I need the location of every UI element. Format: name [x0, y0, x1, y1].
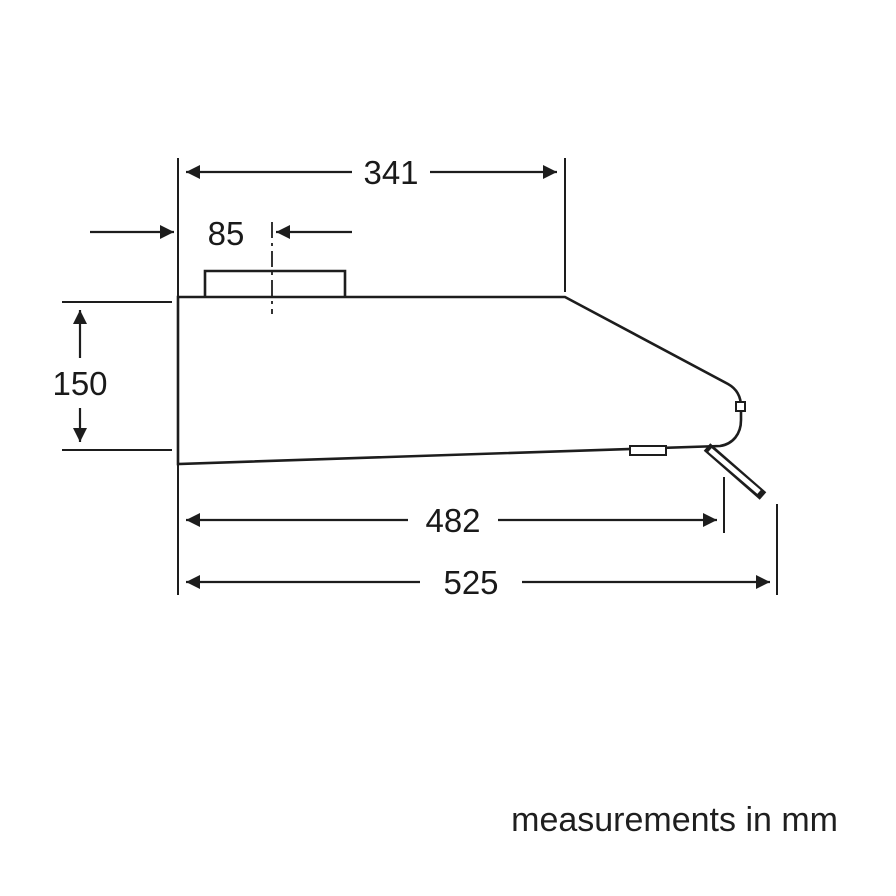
dimension-overall-depth: 525 [186, 564, 770, 601]
damper-hinge [629, 445, 667, 456]
dimension-height: 150 [52, 310, 108, 442]
hood-outline [176, 295, 743, 466]
hood-body [176, 269, 767, 500]
front-notch [735, 401, 746, 412]
dimension-body-depth: 482 [186, 502, 717, 539]
dimension-duct-offset: 85 [90, 215, 352, 252]
damper-rod-fill [708, 448, 761, 494]
dimension-top-width: 341 [186, 154, 557, 191]
units-caption: measurements in mm [511, 801, 838, 839]
dimension-label-overall-depth: 525 [443, 564, 498, 601]
dimension-label-body-depth: 482 [425, 502, 480, 539]
extension-lines [62, 158, 778, 595]
duct-stub [203, 269, 347, 298]
dimension-label-duct-offset: 85 [208, 215, 245, 252]
dimension-label-height: 150 [52, 365, 107, 402]
dimension-label-top-width: 341 [363, 154, 418, 191]
